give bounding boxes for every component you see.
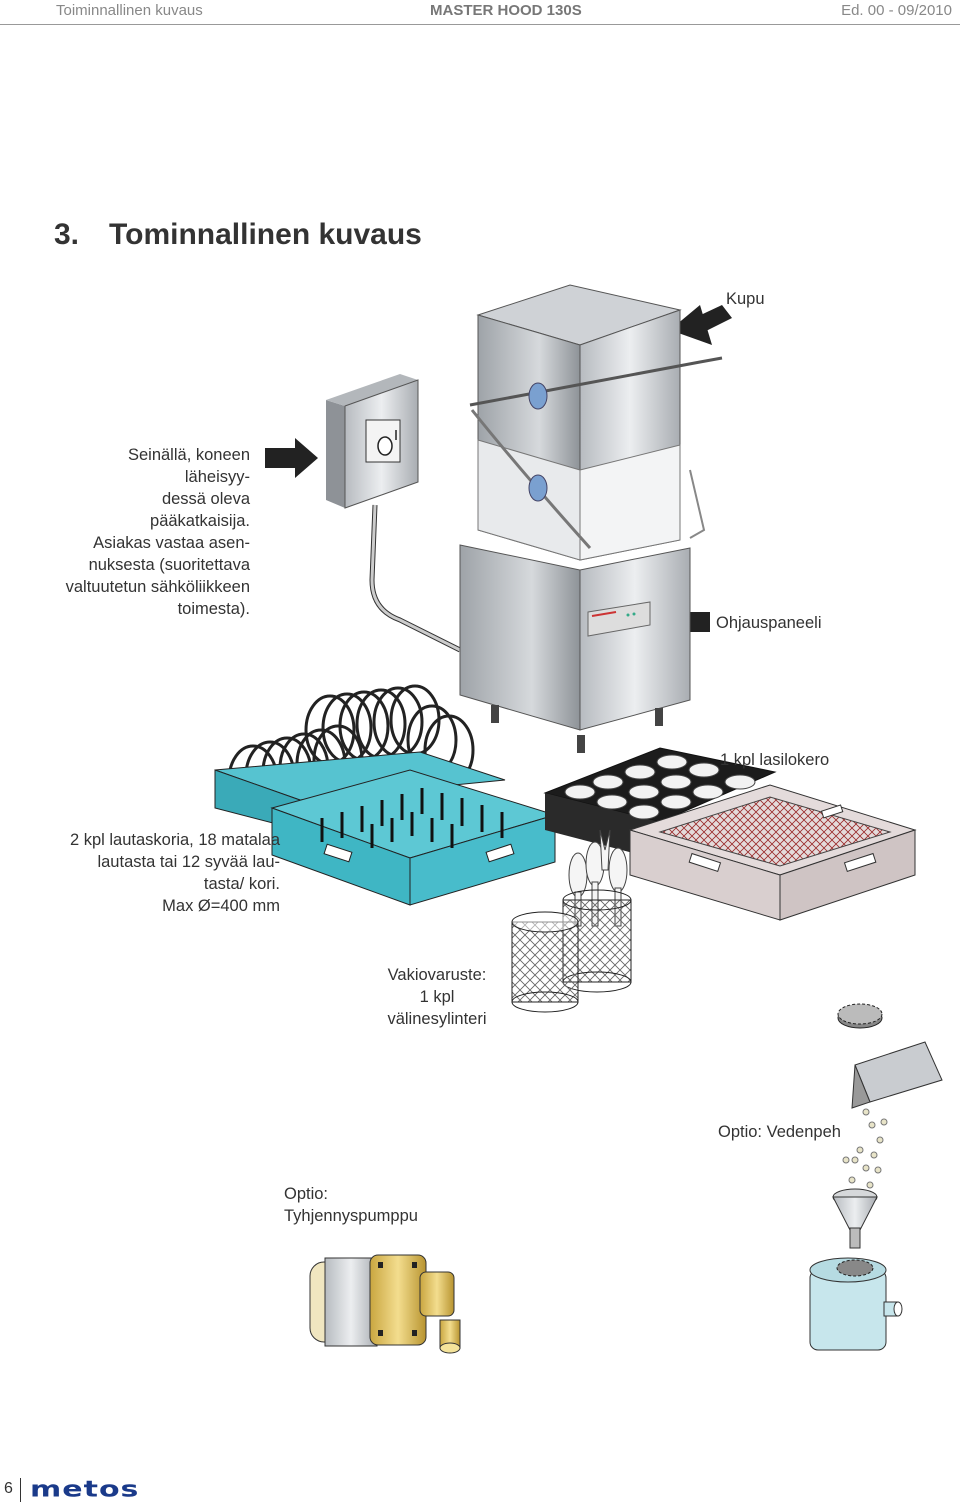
label-water-softener: Optio: Vedenpehmennin <box>718 1123 842 1141</box>
page-header: Toiminnallinen kuvaus MASTER HOOD 130S E… <box>0 0 960 25</box>
section-title: 3. Tominnallinen kuvaus <box>54 218 422 252</box>
label-hood: Kupu <box>726 290 765 308</box>
dishwasher-machine <box>459 284 723 753</box>
header-document-type: Toiminnallinen kuvaus <box>56 2 203 19</box>
header-model: MASTER HOOD 130S <box>430 2 582 19</box>
header-edition: Ed. 00 - 09/2010 <box>841 2 952 19</box>
label-main-switch: Seinällä, koneen läheisyy- dessä oleva p… <box>65 446 250 618</box>
water-softener <box>809 1003 943 1351</box>
label-glass-rack: 1 kpl lasilokero <box>720 751 830 769</box>
drain-pump <box>309 1254 461 1354</box>
plate-racks <box>214 684 557 906</box>
arrow-icon <box>670 305 732 345</box>
glass-rack <box>543 747 917 921</box>
section-title-text: Tominnallinen kuvaus <box>109 218 422 251</box>
main-switch <box>326 374 462 653</box>
label-drain-pump: Optio: Tyhjennyspumppu <box>284 1185 418 1225</box>
cutlery-cylinder <box>511 829 632 1013</box>
label-plate-racks: 2 kpl lautaskoria, 18 matalaa lautasta t… <box>69 831 280 915</box>
label-standard-equipment: Vakiovaruste: 1 kpl välinesylinteri <box>387 966 487 1028</box>
footer-divider <box>20 1478 21 1502</box>
label-control-panel: Ohjauspaneeli <box>716 614 822 632</box>
page-number: 6 <box>4 1480 13 1497</box>
section-number: 3. <box>54 218 80 251</box>
arrow-icon <box>265 438 318 478</box>
metos-logo: metos <box>30 1476 140 1503</box>
